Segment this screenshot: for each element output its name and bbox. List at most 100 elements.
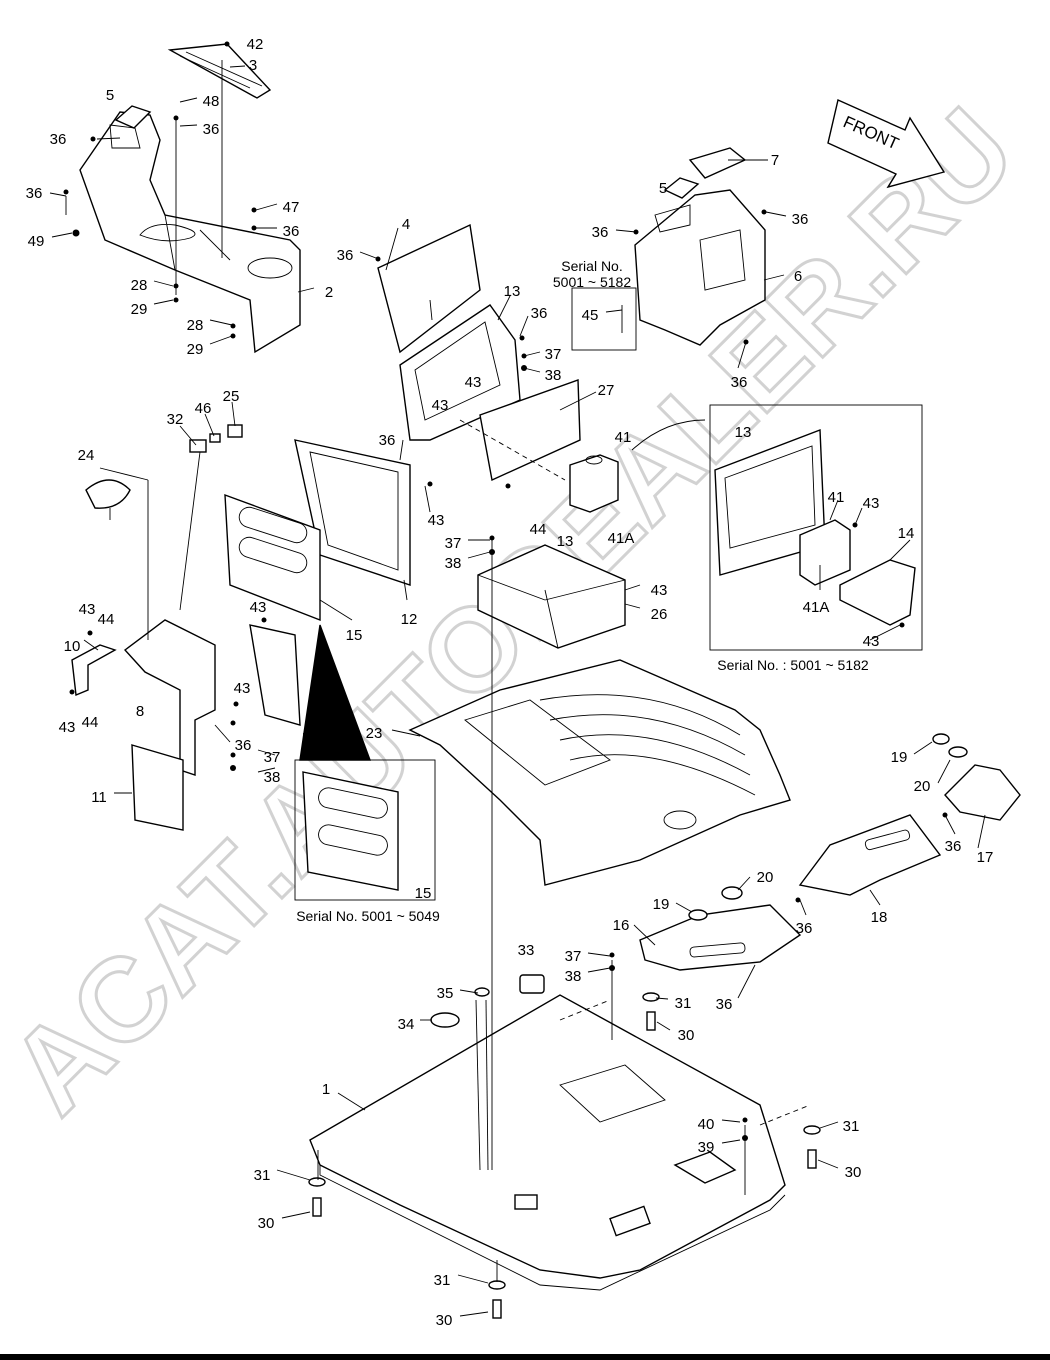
part-6-right-console — [634, 189, 766, 346]
part-20-ring-left — [721, 886, 743, 900]
part-46-clip — [209, 433, 221, 443]
part-35-grommet — [474, 987, 490, 997]
callout-number: 30 — [845, 1164, 862, 1181]
part-27-plate — [459, 379, 581, 482]
callout-number: 20 — [757, 869, 774, 886]
callout-number: 9 — [317, 661, 325, 678]
callout-number: 29 — [187, 341, 204, 358]
callout-number: 15 — [415, 885, 432, 902]
leader-lines — [49, 65, 986, 1317]
callout-number: 37 — [565, 948, 582, 965]
callout-number: 13 — [557, 533, 574, 550]
part-3-rubber-strip — [167, 43, 272, 99]
callout-number: 38 — [565, 968, 582, 985]
callout-number: 40 — [698, 1116, 715, 1133]
callout-number: 47 — [283, 199, 300, 216]
callout-number: 37 — [545, 346, 562, 363]
callout-number: 33 — [518, 942, 535, 959]
arrow-to-detail — [631, 419, 706, 451]
callout-number: 42 — [247, 36, 264, 53]
part-15-mat — [224, 493, 321, 622]
callout-number: 26 — [651, 606, 668, 623]
part-25-switch — [227, 424, 243, 438]
callout-number: 36 — [796, 920, 813, 937]
part-5-switch-cover-right — [663, 177, 700, 199]
callout-number: 7 — [771, 152, 779, 169]
callout-number: 31 — [434, 1272, 451, 1289]
callout-number: 36 — [731, 374, 748, 391]
serial-box-45 — [571, 287, 637, 351]
callout-number: 4 — [402, 216, 410, 233]
part-5-switch-cover-left — [114, 105, 152, 129]
callout-number: 28 — [187, 317, 204, 334]
part-20-ring-right — [948, 746, 968, 758]
callout-number: 43 — [303, 724, 320, 741]
callout-number: 35 — [437, 985, 454, 1002]
part-8-bracket — [123, 619, 216, 776]
serial-caption: Serial No. : 5001 ~ 5182 — [717, 657, 869, 673]
callout-number: 38 — [264, 769, 281, 786]
callout-number: 34 — [398, 1016, 415, 1033]
callout-number: 10 — [64, 638, 81, 655]
callout-number: 48 — [203, 93, 220, 110]
washer-31-right-top — [642, 992, 660, 1002]
callout-number: 43 — [428, 512, 445, 529]
callout-number: 43 — [250, 599, 267, 616]
callout-number: 13 — [735, 424, 752, 441]
part-32-connector — [189, 439, 207, 453]
callout-number: 38 — [545, 367, 562, 384]
callout-number: 5 — [659, 180, 667, 197]
part-9-cover — [249, 624, 301, 726]
callout-number: 41 — [828, 489, 845, 506]
callout-number: 19 — [891, 749, 908, 766]
callout-number: 44 — [82, 714, 99, 731]
callout-number: 16 — [613, 917, 630, 934]
callout-number: 41A — [803, 599, 830, 616]
bolt-30-right — [807, 1149, 817, 1169]
part-23-floor-mat — [408, 659, 791, 886]
part-18-duct — [798, 814, 942, 896]
callout-number: 25 — [223, 388, 240, 405]
callout-number: 32 — [167, 411, 184, 428]
serial-detail-box-bottom — [294, 759, 436, 901]
callout-number: 31 — [675, 995, 692, 1012]
callout-number: 38 — [445, 555, 462, 572]
callout-number: 14 — [898, 525, 915, 542]
callout-number: 43 — [234, 680, 251, 697]
callout-number: 36 — [716, 996, 733, 1013]
callout-number: 24 — [78, 447, 95, 464]
callout-number: 12 — [401, 611, 418, 628]
callout-number: 3 — [249, 57, 257, 74]
callout-number: 1 — [322, 1081, 330, 1098]
screw-dots — [63, 41, 948, 1141]
callout-number: 44 — [530, 521, 547, 538]
callout-number: 46 — [195, 400, 212, 417]
part-19-cap-left — [688, 909, 708, 921]
callout-number: 45 — [582, 307, 599, 324]
callout-number: 36 — [203, 121, 220, 138]
part-10-bracket — [71, 644, 117, 697]
part-7-lid — [688, 147, 747, 179]
part-1-floor-plate — [309, 994, 786, 1291]
callout-number: 43 — [432, 397, 449, 414]
part-4-cover-panel — [377, 223, 481, 354]
washer-31-bottom — [488, 1280, 506, 1290]
serial-caption: 5001 ~ 5182 — [553, 274, 631, 290]
callout-number: 43 — [863, 495, 880, 512]
callout-number: 43 — [79, 601, 96, 618]
callout-number: 27 — [598, 382, 615, 399]
callout-number: 23 — [366, 725, 383, 742]
callout-number: 41A — [608, 530, 635, 547]
callout-number: 39 — [698, 1139, 715, 1156]
part-33-grommet — [519, 974, 545, 994]
callout-number: 43 — [59, 719, 76, 736]
callout-number: 43 — [863, 633, 880, 650]
part-11-cover — [131, 744, 184, 831]
callout-number: 36 — [337, 247, 354, 264]
part-2-left-console — [79, 111, 301, 354]
callout-number: 36 — [592, 224, 609, 241]
callout-number: 19 — [653, 896, 670, 913]
callout-number: 30 — [258, 1215, 275, 1232]
callout-number: 29 — [131, 301, 148, 318]
